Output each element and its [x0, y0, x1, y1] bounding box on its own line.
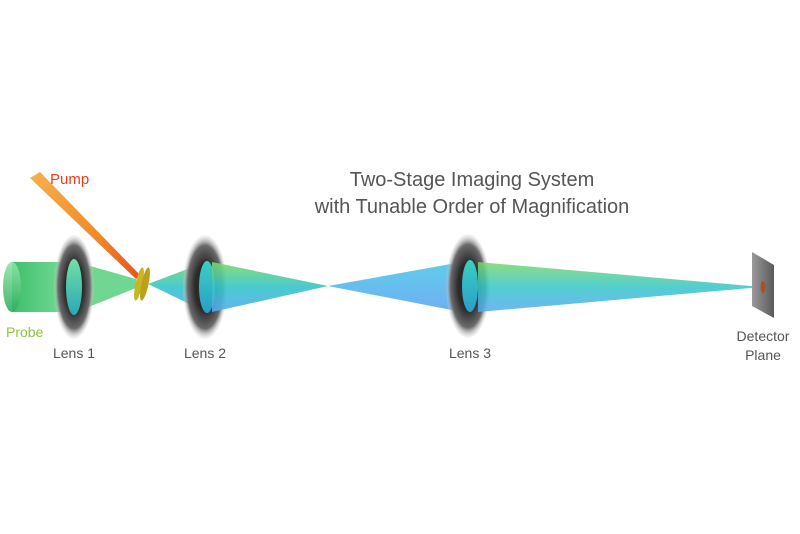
lens-1-label: Lens 1	[53, 345, 95, 361]
detector-label-line-1: Detector	[737, 328, 790, 344]
detector-label-line-2: Plane	[745, 347, 781, 363]
pump-label: Pump	[50, 171, 89, 188]
lens-2-label: Lens 2	[184, 345, 226, 361]
detector-spot	[760, 281, 766, 293]
detector-plane	[752, 252, 774, 318]
lens-3	[446, 234, 490, 338]
lens-2	[183, 235, 227, 339]
title-line-1: Two-Stage Imaging System	[350, 169, 595, 191]
probe-label: Probe	[6, 324, 44, 340]
beam-segment-2	[212, 262, 328, 312]
lens-3-label: Lens 3	[449, 345, 491, 361]
beam-segment-4	[478, 262, 762, 312]
title-line-2: with Tunable Order of Magnification	[314, 196, 630, 218]
sample-plates	[134, 267, 150, 301]
beam-segment-3	[328, 262, 462, 312]
pump-beam	[30, 172, 140, 279]
lens-1	[54, 235, 94, 339]
